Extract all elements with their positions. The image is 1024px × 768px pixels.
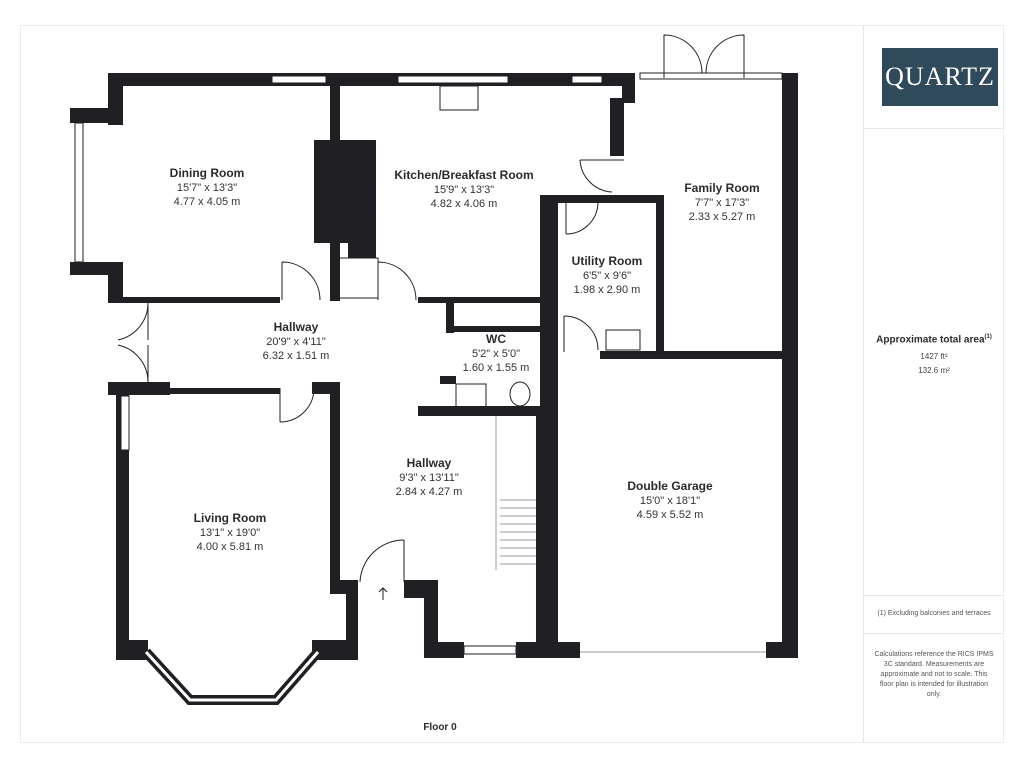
sidebar-divider [863,633,1004,634]
room-imperial: 7'7" x 17'3" [694,197,750,209]
floor-label: Floor 0 [423,722,457,733]
room-metric: 1.60 x 1.55 m [462,362,530,374]
room-name: Dining Room [169,166,245,180]
room-metric: 2.33 x 5.27 m [688,211,756,223]
bay-window [142,648,322,705]
room-name: Utility Room [571,254,643,268]
room-imperial: 6'5" x 9'6" [582,270,632,282]
floor-plan [70,34,798,705]
room-hallway-upper: Hallway 20'9" x 4'11" 6.32 x 1.51 m [263,319,330,363]
french-doors [639,34,783,80]
room-kitchen: Kitchen/Breakfast Room 15'9" x 13'3" 4.8… [394,167,533,211]
room-metric: 4.59 x 5.52 m [636,509,704,521]
room-name: Hallway [273,320,319,334]
area-title-text: Approximate total area [876,334,985,346]
room-imperial: 13'1" x 19'0" [199,527,261,539]
room-family: Family Room 7'7" x 17'3" 2.33 x 5.27 m [684,180,759,224]
room-metric: 4.00 x 5.81 m [196,541,264,553]
room-metric: 6.32 x 1.51 m [262,350,330,362]
room-name: Double Garage [627,479,713,493]
room-utility: Utility Room 6'5" x 9'6" 1.98 x 2.90 m [572,253,643,297]
room-metric: 2.84 x 4.27 m [395,486,463,498]
staircase [495,416,536,570]
area-title-footnote: (1) [984,334,992,340]
room-imperial: 5'2" x 5'0" [471,348,521,360]
area-title: Approximate total area(1) [870,334,998,345]
sidebar-divider [863,595,1004,596]
room-imperial: 15'9" x 13'3" [433,184,495,196]
room-dining: Dining Room 15'7" x 13'3" 4.77 x 4.05 m [170,165,245,209]
bay-glass [144,650,320,702]
footnote: (1) Excluding balconies and terraces [877,610,991,617]
room-living: Living Room 13'1" x 19'0" 4.00 x 5.81 m [194,510,267,554]
walls [70,73,798,660]
sidebar-divider [863,128,1004,129]
room-garage: Double Garage 15'0" x 18'1" 4.59 x 5.52 … [627,478,712,522]
room-imperial: 20'9" x 4'11" [266,336,326,348]
room-hallway-lower: Hallway 9'3" x 13'11" 2.84 x 4.27 m [396,455,463,499]
room-metric: 1.98 x 2.90 m [573,284,641,296]
brand-logo: QUARTZ [882,48,998,106]
room-name: Family Room [684,181,760,195]
entrance-arrow-icon [378,587,388,600]
room-imperial: 9'3" x 13'11" [399,472,459,484]
room-metric: 4.82 x 4.06 m [430,198,498,210]
room-metric: 4.77 x 4.05 m [173,196,241,208]
disclaimer: Calculations reference the RICS IPMS 3C … [874,651,994,698]
room-wc: WC 5'2" x 5'0" 1.60 x 1.55 m [463,331,530,375]
sidebar [863,25,1004,743]
area-sqft: 1427 ft² [920,352,948,361]
room-name: Hallway [406,456,452,470]
page-frame [20,25,1004,743]
windows [74,75,603,655]
room-imperial: 15'0" x 18'1" [639,495,701,507]
room-name: Kitchen/Breakfast Room [394,168,534,182]
fixtures [337,85,641,407]
room-name: WC [486,332,506,346]
area-sqm: 132.6 m² [918,366,950,375]
room-name: Living Room [193,511,267,525]
room-imperial: 15'7" x 13'3" [176,182,238,194]
